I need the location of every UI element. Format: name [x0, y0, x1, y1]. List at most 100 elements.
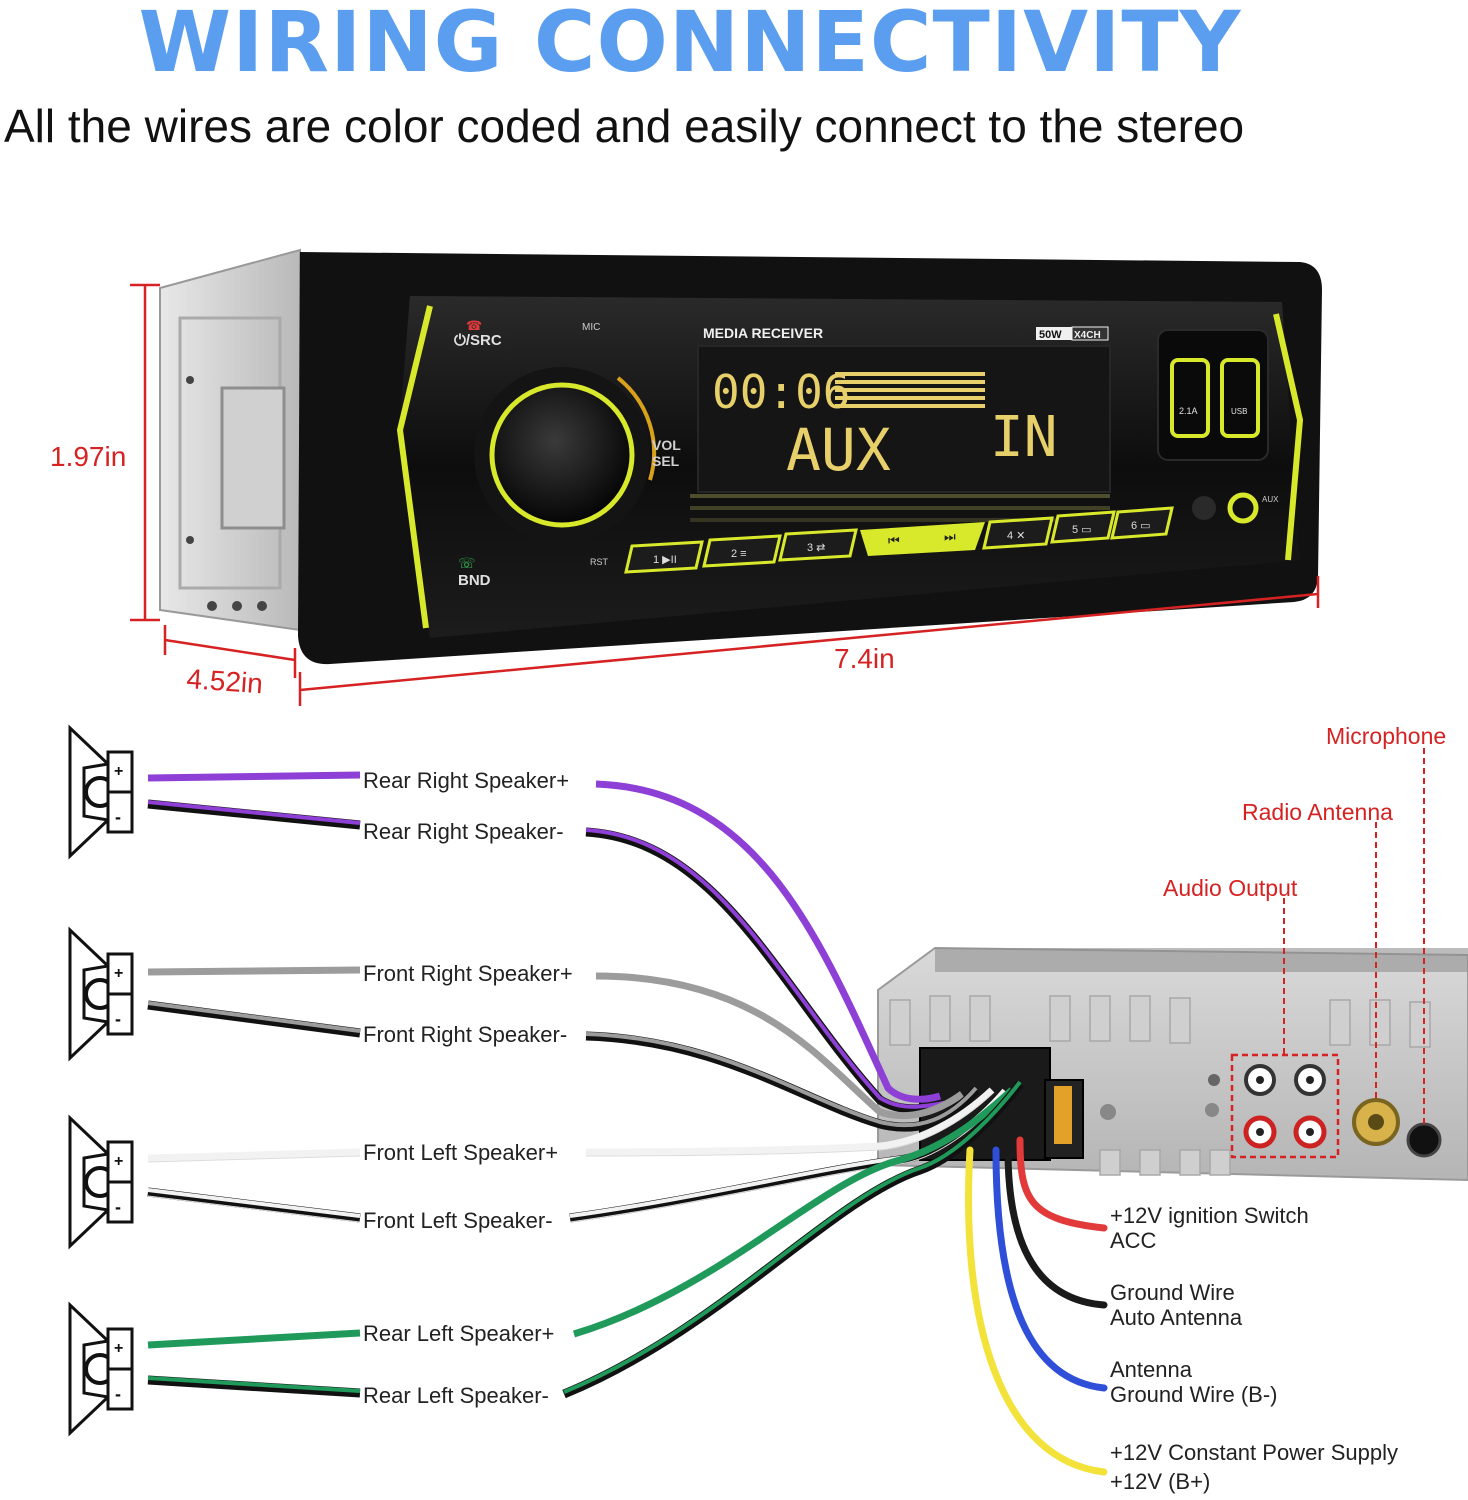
- dimension-lines: [130, 283, 1320, 706]
- usb-charge-label: 2.1A: [1179, 406, 1198, 416]
- wire-label-front-left-pos: Front Left Speaker+: [363, 1140, 558, 1165]
- antenna-center: [1368, 1114, 1384, 1130]
- minus-terminal: -: [115, 1009, 121, 1029]
- power-wire-yellow: [965, 1146, 1108, 1476]
- dimension-depth: 4.52in: [186, 663, 264, 699]
- phone-answer-icon: ☏: [458, 555, 476, 571]
- preset-button-2[interactable]: 2 ≡: [702, 534, 782, 568]
- wire-label-front-right-pos: Front Right Speaker+: [363, 961, 573, 986]
- usb-bay: [1157, 329, 1269, 461]
- fuse: [1054, 1086, 1072, 1144]
- stereo-rear-unit: [877, 946, 1468, 1182]
- volume-knob[interactable]: [489, 382, 635, 528]
- microphone-port[interactable]: [1406, 1122, 1442, 1158]
- wire-label-front-left-neg: Front Left Speaker-: [363, 1208, 553, 1233]
- preset-button-4[interactable]: 4 ✕: [982, 516, 1054, 550]
- mic-label: MIC: [582, 322, 600, 333]
- band-label: BND: [458, 572, 491, 589]
- plus-terminal: +: [114, 965, 123, 982]
- preset-button-5[interactable]: 5 ▭: [1050, 510, 1116, 544]
- speaker-icon: +-: [68, 1301, 134, 1437]
- wire-label-rear-right-pos: Rear Right Speaker+: [363, 768, 569, 793]
- power-wire-blue: [992, 1146, 1108, 1392]
- speaker-wire: [147, 771, 942, 1103]
- preset-button-label: 5 ▭: [1072, 524, 1092, 536]
- dimension-height: 1.97in: [50, 441, 126, 472]
- page-title: WIRING CONNECTIVITY: [138, 0, 1242, 91]
- screw: [1100, 1104, 1116, 1120]
- power-label-yellow-1: +12V Constant Power Supply: [1110, 1440, 1398, 1465]
- power-wire-red: [1016, 1136, 1108, 1232]
- audio-output-box: [1230, 1053, 1340, 1159]
- wire-label-rear-right-neg: Rear Right Speaker-: [363, 819, 564, 844]
- audio-output-label: Audio Output: [1163, 875, 1298, 901]
- minus-terminal: -: [115, 807, 121, 827]
- seek-button[interactable]: ⏮⏭: [860, 522, 985, 556]
- speaker-wire: [147, 966, 965, 1120]
- lcd-display: [697, 345, 1111, 493]
- wire-label-rear-left-neg: Rear Left Speaker-: [363, 1383, 549, 1408]
- screw: [1205, 1103, 1219, 1117]
- display-right: IN: [990, 405, 1057, 470]
- power-wire-black: [1004, 1146, 1108, 1309]
- wire-label-rear-left-pos: Rear Left Speaker+: [363, 1321, 554, 1346]
- phone-hangup-icon: ☎: [466, 318, 482, 333]
- preset-button-label: 3 ⇄: [807, 542, 825, 554]
- heatsink-fins: [889, 995, 1431, 1176]
- preset-button-1[interactable]: 1 ▶II: [624, 540, 704, 574]
- speaker-wires: [147, 771, 1024, 1399]
- power-label-blue-2: Ground Wire (B-): [1110, 1382, 1277, 1407]
- rst-label: RST: [590, 557, 609, 567]
- usb-charge-port[interactable]: [1170, 358, 1210, 438]
- speaker-wire: [147, 1080, 1024, 1399]
- wire-label-front-right-neg: Front Right Speaker-: [363, 1022, 567, 1047]
- vol-label: VOL: [652, 437, 681, 453]
- speaker-wire: [147, 1087, 995, 1163]
- preset-button-label: 1 ▶II: [653, 554, 677, 566]
- power-badge-b: X4CH: [1074, 330, 1101, 341]
- media-receiver-label: MEDIA RECEIVER: [703, 325, 823, 341]
- level-meter: [835, 372, 985, 408]
- volume-arc: [616, 376, 656, 481]
- aux-jack[interactable]: [1227, 492, 1259, 524]
- power-label-red-1: +12V ignition Switch: [1110, 1203, 1309, 1228]
- page-subtitle: All the wires are color coded and easily…: [4, 100, 1245, 152]
- speaker-wire: [147, 1087, 1015, 1349]
- sel-label: SEL: [652, 453, 680, 469]
- preset-button-6[interactable]: 6 ▭: [1110, 506, 1174, 540]
- chassis-tab: [220, 386, 286, 530]
- seek-next-icon: ⏭: [944, 530, 956, 545]
- speaker-wire: [147, 1000, 980, 1132]
- port-leaders: [1283, 748, 1425, 1124]
- speaker-icon: +-: [68, 1114, 134, 1250]
- plus-terminal: +: [114, 1153, 123, 1170]
- preset-button-label: 4 ✕: [1007, 530, 1025, 542]
- power-label-blue-1: Antenna: [1110, 1357, 1193, 1382]
- dot-grille: [690, 494, 1110, 522]
- speaker-icon: +-: [68, 724, 134, 860]
- speaker-wire: [147, 799, 949, 1114]
- rear-top-edge: [935, 948, 1468, 972]
- power-label-black-1: Ground Wire: [1110, 1280, 1235, 1305]
- power-source-label: ⏻/SRC: [454, 332, 502, 349]
- seek-prev-icon: ⏮: [888, 534, 900, 549]
- minus-terminal: -: [115, 1197, 121, 1217]
- rca-jacks[interactable]: [1243, 1064, 1327, 1149]
- power-badge-a-bg: [1036, 327, 1072, 340]
- usb-data-label: USB: [1231, 407, 1247, 416]
- plus-terminal: +: [114, 1340, 123, 1357]
- left-light-strip: [396, 305, 433, 629]
- power-wires: [965, 1136, 1108, 1476]
- power-label-black-2: Auto Antenna: [1110, 1305, 1243, 1330]
- speaker-icon: +-: [68, 926, 134, 1062]
- right-light-strip: [1273, 313, 1304, 561]
- power-wire-labels: +12V ignition Switch ACC Ground Wire Aut…: [1110, 1203, 1398, 1494]
- display-left: AUX: [786, 416, 891, 484]
- preset-button-3[interactable]: 3 ⇄: [778, 528, 858, 562]
- chassis-holes: [186, 376, 267, 611]
- radio-antenna-label: Radio Antenna: [1242, 799, 1393, 825]
- usb-data-port[interactable]: [1220, 358, 1260, 438]
- plus-terminal: +: [114, 763, 123, 780]
